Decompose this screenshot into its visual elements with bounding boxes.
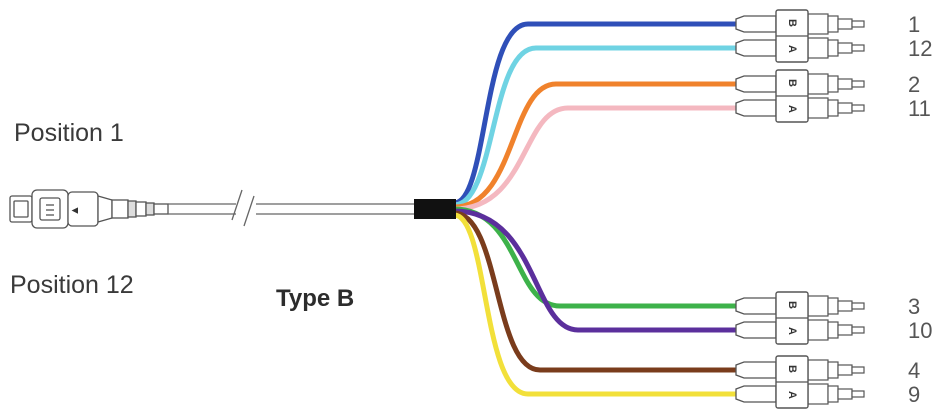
position-1-label: Position 1	[14, 119, 124, 147]
fiber-number-9: 9	[908, 382, 920, 407]
connector-letter-b-1: B	[786, 19, 798, 27]
lc-boot-4	[735, 361, 777, 379]
connector-letter-b-3: B	[786, 301, 798, 309]
fiber-number-10: 10	[908, 318, 932, 343]
lc-boot-11	[735, 99, 777, 117]
lc-ferrule-part-12-0	[807, 37, 829, 59]
lc-ferrule-part-4-1	[827, 361, 839, 379]
lc-ferrule-part-1-0	[807, 13, 829, 35]
lc-boot-2	[735, 75, 777, 93]
position-12-label: Position 12	[10, 271, 134, 299]
lc-ferrule-part-9-2	[837, 388, 853, 400]
fiber-number-11: 11	[908, 96, 931, 121]
lc-connectors: B A B A B A B A	[735, 9, 865, 409]
type-b-label: Type B	[276, 285, 354, 312]
fiber-paths	[451, 21, 743, 397]
lc-ferrule-part-9-0	[807, 383, 829, 405]
lc-ferrule-part-4-3	[851, 366, 865, 374]
fiber-number-4: 4	[908, 358, 920, 383]
lc-ferrule-part-9-1	[827, 385, 839, 403]
trunk-cable	[168, 189, 416, 227]
mpo-connector	[9, 189, 169, 229]
connector-letter-a-4: A	[786, 391, 798, 399]
connector-letter-a-3: A	[786, 327, 798, 335]
breakout-boot	[414, 199, 456, 219]
lc-ferrule-part-10-3	[851, 326, 865, 334]
lc-ferrule-part-10-1	[827, 321, 839, 339]
lc-ferrule-part-12-3	[851, 44, 865, 52]
lc-ferrule-part-3-2	[837, 300, 853, 312]
connector-letter-b-2: B	[786, 79, 798, 87]
connector-letter-a-1: A	[786, 45, 798, 53]
lc-ferrule-part-2-1	[827, 75, 839, 93]
lc-ferrule-part-12-2	[837, 42, 853, 54]
lc-ferrule-part-4-2	[837, 364, 853, 376]
fiber-number-labels: 112 211 310 49	[908, 12, 932, 407]
lc-ferrule-part-1-3	[851, 20, 865, 28]
lc-ferrule-part-10-2	[837, 324, 853, 336]
lc-boot-1	[735, 15, 777, 33]
mpo-key-marking: ▲	[69, 205, 81, 216]
lc-ferrule-part-3-0	[807, 295, 829, 317]
fiber-number-2: 2	[908, 72, 920, 97]
fiber-number-3: 3	[908, 294, 920, 319]
fiber-10	[451, 208, 743, 333]
lc-ferrule-part-2-2	[837, 78, 853, 90]
fiber-11	[451, 105, 743, 212]
lc-ferrule-part-2-0	[807, 73, 829, 95]
connector-letter-a-2: A	[786, 105, 798, 113]
lc-ferrule-part-2-3	[851, 80, 865, 88]
lc-ferrule-part-1-2	[837, 18, 853, 30]
lc-boot-9	[735, 385, 777, 403]
lc-ferrule-part-11-1	[827, 99, 839, 117]
fiber-9	[451, 212, 743, 397]
lc-ferrule-part-9-3	[851, 390, 865, 398]
lc-ferrule-part-4-0	[807, 359, 829, 381]
lc-ferrule-part-11-0	[807, 97, 829, 119]
lc-ferrule-part-3-3	[851, 302, 865, 310]
lc-boot-12	[735, 39, 777, 57]
lc-ferrule-part-11-3	[851, 104, 865, 112]
fiber-4	[451, 210, 743, 373]
lc-ferrule-part-3-1	[827, 297, 839, 315]
fiber-number-12: 12	[908, 36, 932, 61]
lc-ferrule-part-10-0	[807, 319, 829, 341]
fiber-12	[451, 45, 743, 208]
lc-ferrule-part-1-1	[827, 15, 839, 33]
lc-ferrule-part-12-1	[827, 39, 839, 57]
connector-letter-b-4: B	[786, 365, 798, 373]
fiber-2	[451, 81, 743, 210]
fiber-number-1: 1	[908, 12, 920, 37]
lc-ferrule-part-11-2	[837, 102, 853, 114]
lc-boot-3	[735, 297, 777, 315]
fiber-1	[451, 21, 743, 206]
lc-boot-10	[735, 321, 777, 339]
